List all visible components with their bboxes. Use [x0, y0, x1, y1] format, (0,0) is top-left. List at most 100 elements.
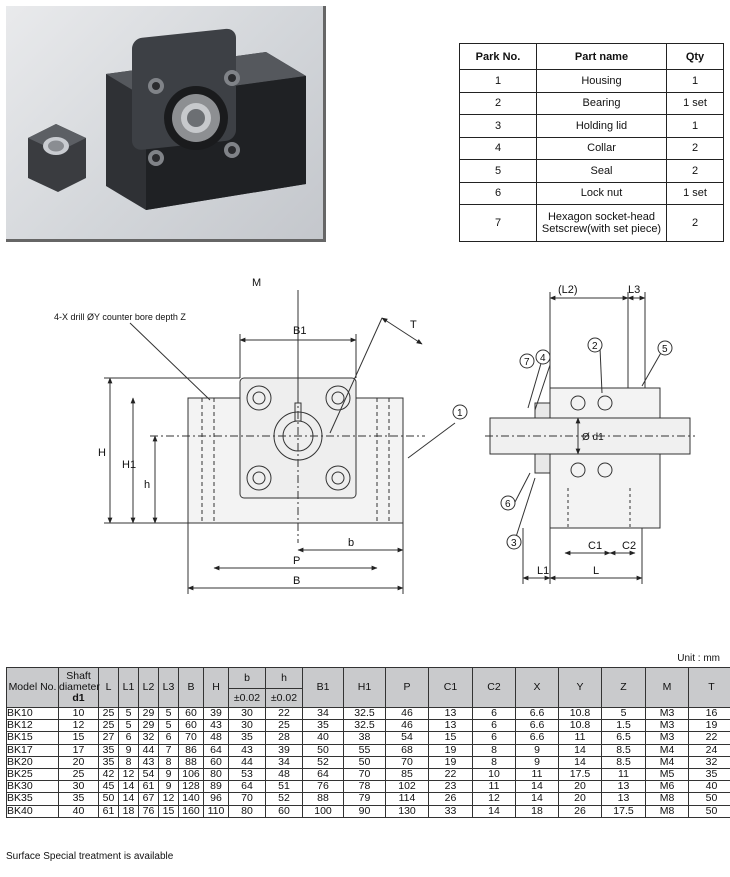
- spec-value-cell: 32: [688, 755, 730, 769]
- spec-value-cell: M5: [645, 767, 689, 782]
- spec-value-cell: 5: [118, 719, 139, 733]
- header-B: B: [178, 667, 204, 708]
- spec-value-cell: 70: [385, 755, 429, 769]
- spec-value-cell: 11: [472, 780, 516, 794]
- spec-value-cell: 12: [472, 792, 516, 806]
- spec-value-cell: 14: [118, 792, 139, 806]
- spec-value-cell: 16: [688, 706, 730, 721]
- spec-value-cell: 61: [138, 780, 159, 794]
- spec-value-cell: 6: [472, 731, 516, 745]
- spec-value-cell: 42: [98, 767, 119, 782]
- spec-value-cell: 44: [228, 755, 266, 769]
- spec-header-row-2: ±0.02 ±0.02: [7, 688, 730, 708]
- label-H1: H1: [122, 459, 136, 471]
- spec-value-cell: 15: [428, 731, 473, 745]
- spec-value-cell: 11: [558, 731, 602, 745]
- header-B1: B1: [302, 667, 344, 708]
- header-b: b: [228, 667, 266, 689]
- spec-value-cell: 9: [158, 780, 179, 794]
- spec-value-cell: M4: [645, 755, 689, 769]
- spec-value-cell: 27: [98, 731, 119, 745]
- spec-value-cell: 114: [385, 792, 429, 806]
- spec-value-cell: 9: [515, 755, 559, 769]
- parts-table-cell: Holding lid: [536, 114, 667, 138]
- spec-model-cell: BK20: [6, 755, 59, 769]
- spec-value-cell: 13: [428, 706, 473, 721]
- spec-value-cell: 35: [688, 767, 730, 782]
- technical-drawing: 4-X drill ØY counter bore depth Z M T B1…: [54, 277, 695, 594]
- spec-model-cell: BK25: [6, 767, 59, 782]
- label-L3: L3: [628, 284, 640, 296]
- header-tol-b: ±0.02: [228, 688, 266, 708]
- spec-value-cell: 9: [515, 743, 559, 757]
- callout-4: 4: [540, 353, 546, 364]
- label-P: P: [293, 555, 300, 567]
- parts-table-cell: 1: [459, 69, 537, 93]
- spec-model-cell: BK17: [6, 743, 59, 757]
- label-d1: Ø d1: [582, 432, 604, 443]
- header-model: Model No.: [6, 667, 59, 708]
- spec-value-cell: 43: [228, 743, 266, 757]
- spec-value-cell: 60: [265, 804, 303, 818]
- spec-value-cell: 11: [515, 767, 559, 782]
- spec-value-cell: 35: [228, 731, 266, 745]
- spec-value-cell: 26: [428, 792, 473, 806]
- spec-value-cell: 64: [203, 743, 229, 757]
- label-C1: C1: [588, 540, 602, 552]
- parts-table-cell: Housing: [536, 69, 667, 93]
- spec-value-cell: 70: [343, 767, 386, 782]
- spec-value-cell: 23: [428, 780, 473, 794]
- spec-value-cell: 35: [98, 743, 119, 757]
- spec-value-cell: 40: [688, 780, 730, 794]
- spec-model-cell: BK30: [6, 780, 59, 794]
- label-L1: L1: [537, 565, 549, 577]
- front-view: [150, 363, 425, 543]
- spec-value-cell: 11: [601, 767, 646, 782]
- spec-model-cell: BK10: [6, 706, 59, 721]
- spec-value-cell: 25: [98, 719, 119, 733]
- spec-value-cell: 80: [203, 767, 229, 782]
- spec-value-cell: 17: [58, 743, 99, 757]
- product-photo: [6, 6, 326, 242]
- spec-value-cell: 5: [158, 719, 179, 733]
- spec-value-cell: 100: [302, 804, 344, 818]
- drill-note: 4-X drill ØY counter bore depth Z: [54, 312, 186, 322]
- spec-value-cell: 10: [472, 767, 516, 782]
- spec-value-cell: 76: [302, 780, 344, 794]
- spec-value-cell: 64: [302, 767, 344, 782]
- spec-value-cell: 25: [98, 706, 119, 721]
- spec-value-cell: 14: [558, 743, 602, 757]
- header-C1: C1: [428, 667, 473, 708]
- parts-table-cell: 1: [666, 69, 724, 93]
- spec-value-cell: 12: [118, 767, 139, 782]
- spec-value-cell: 64: [228, 780, 266, 794]
- spec-value-cell: 22: [265, 706, 303, 721]
- spec-value-cell: M3: [645, 706, 689, 721]
- spec-value-cell: 6: [472, 706, 516, 721]
- spec-value-cell: 18: [515, 804, 559, 818]
- spec-value-cell: 22: [688, 731, 730, 745]
- header-T: T: [688, 667, 730, 708]
- spec-model-cell: BK12: [6, 719, 59, 733]
- spec-value-cell: 50: [302, 743, 344, 757]
- spec-value-cell: 85: [385, 767, 429, 782]
- spec-value-cell: 6: [118, 731, 139, 745]
- spec-value-cell: 15: [158, 804, 179, 818]
- footnote: Surface Special treatment is available: [6, 851, 174, 862]
- spec-value-cell: 79: [343, 792, 386, 806]
- spec-value-cell: 89: [203, 780, 229, 794]
- spec-value-cell: 13: [601, 792, 646, 806]
- spec-value-cell: 43: [138, 755, 159, 769]
- spec-model-cell: BK35: [6, 792, 59, 806]
- spec-value-cell: 15: [58, 731, 99, 745]
- parts-table-cell: Lock nut: [536, 181, 667, 205]
- header-H: H: [203, 667, 229, 708]
- parts-table-cell: 7: [459, 204, 537, 242]
- header-park-no: Park No.: [459, 43, 537, 70]
